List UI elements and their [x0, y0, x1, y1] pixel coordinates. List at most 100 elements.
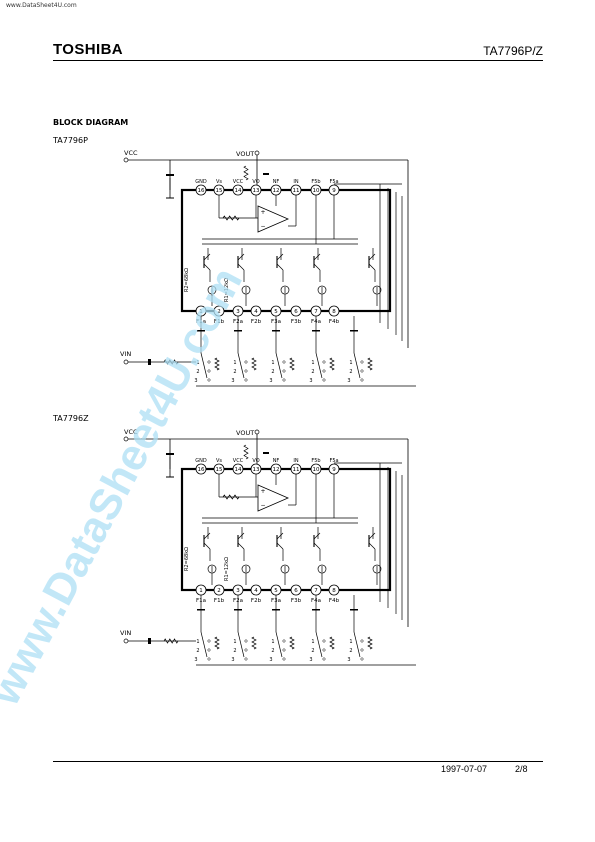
- switch-3-pos-2: 2: [271, 648, 274, 654]
- bottom-pin-4-number: 4: [254, 309, 258, 315]
- switch-4-contact-3: [322, 657, 326, 661]
- bottom-pin-1-number: 1: [199, 588, 203, 594]
- resistor: [251, 636, 257, 650]
- switch-4-pos-2: 2: [311, 648, 314, 654]
- external-capacitor-4: [312, 609, 320, 611]
- bottom-pin-5-number: 5: [274, 588, 278, 594]
- vout-label: VOUT: [236, 150, 254, 158]
- bottom-pin-name-4: F2b: [251, 598, 262, 604]
- switch-4-pos-3: 3: [309, 657, 312, 663]
- switch-2-contact-2: [244, 648, 248, 652]
- top-pin-14: [232, 184, 244, 196]
- switch-2-contact-3: [244, 378, 248, 382]
- decoupling-capacitor: [166, 174, 174, 176]
- switch-5-contact-1: [360, 639, 364, 643]
- footer-page-number: 2/8: [515, 764, 528, 774]
- resistor: [163, 638, 179, 644]
- bottom-pin-name-8: F4b: [329, 598, 340, 604]
- bottom-pin-5-number: 5: [274, 309, 278, 315]
- switch-4: [315, 352, 323, 379]
- channel-4-c: [313, 532, 321, 540]
- top-pin-16: [195, 463, 207, 475]
- bottom-pin-6: [290, 305, 302, 317]
- switch-5-contact-2: [360, 369, 364, 373]
- bottom-pin-7-number: 7: [314, 588, 318, 594]
- switch-5-contact-1: [360, 360, 364, 364]
- vout-label: VOUT: [236, 429, 254, 437]
- top-pin-13-number: 13: [253, 467, 260, 473]
- switch-4-contact-1: [322, 639, 326, 643]
- resistor: [163, 359, 179, 365]
- channel-2-e: [237, 263, 245, 271]
- switch-5-contact-3: [360, 657, 364, 661]
- switch-1-contact-1: [207, 360, 211, 364]
- bottom-pin-8-number: 8: [332, 309, 336, 315]
- bottom-pin-name-2: F1b: [214, 319, 225, 325]
- switch-2-pos-2: 2: [233, 648, 236, 654]
- bottom-pin-2-number: 2: [217, 588, 221, 594]
- switch-2: [237, 352, 245, 379]
- vin-terminal: [123, 359, 129, 365]
- bottom-pin-name-6: F3b: [291, 319, 302, 325]
- external-capacitor-3: [272, 609, 280, 611]
- top-pin-name-12: NF: [273, 179, 280, 185]
- channel-1-c: [203, 253, 211, 261]
- watermark-url[interactable]: www.DataSheet4U.com: [6, 2, 77, 9]
- switch-5-pos-1: 1: [349, 360, 352, 366]
- switch-1-pos-2: 2: [196, 648, 199, 654]
- top-pin-9-number: 9: [332, 188, 336, 194]
- top-pin-16-number: 16: [198, 188, 205, 194]
- external-capacitor-2: [234, 609, 242, 611]
- opamp-plus: +: [260, 488, 265, 495]
- switch-1-contact-1: [207, 639, 211, 643]
- switch-1-pos-2: 2: [196, 369, 199, 375]
- top-pin-name-12: NF: [273, 458, 280, 464]
- switch-3-contact-3: [282, 378, 286, 382]
- switch-5: [353, 352, 361, 379]
- vin-label: VIN: [120, 350, 131, 358]
- top-pin-name-15: Vs: [216, 179, 222, 185]
- resistor-r1-label: R1=12kΩ: [224, 278, 230, 302]
- bottom-pin-8-number: 8: [332, 588, 336, 594]
- opamp-triangle: [257, 484, 290, 512]
- switch-5: [353, 631, 361, 658]
- resistor-r2-label: R2=68kΩ: [184, 268, 190, 292]
- bottom-pin-3-number: 3: [236, 588, 240, 594]
- bottom-pin-6: [290, 584, 302, 596]
- channel-5-e: [368, 263, 376, 271]
- switch-1: [200, 631, 208, 658]
- switch-3-pos-1: 1: [271, 360, 274, 366]
- switch-2-contact-3: [244, 657, 248, 661]
- top-pin-12-number: 12: [273, 188, 280, 194]
- external-capacitor-4: [312, 330, 320, 332]
- bottom-pin-2-number: 2: [217, 309, 221, 315]
- resistor: [329, 357, 335, 371]
- diagram-label-p: TA7796P: [53, 136, 88, 145]
- footer-date: 1997-07-07: [441, 764, 488, 774]
- switch-2-pos-1: 1: [233, 360, 236, 366]
- top-pin-name-10: F5b: [311, 179, 320, 185]
- switch-2-pos-3: 3: [231, 657, 234, 663]
- switch-2-contact-1: [244, 639, 248, 643]
- vin-terminal: [123, 638, 129, 644]
- channel-3-c: [276, 532, 284, 540]
- switch-3: [275, 631, 283, 658]
- top-pin-name-13: VO: [252, 179, 259, 185]
- switch-4-contact-1: [322, 360, 326, 364]
- opamp-plus: +: [260, 209, 265, 216]
- top-pin-16-number: 16: [198, 467, 205, 473]
- switch-5-pos-3: 3: [347, 378, 350, 384]
- switch-4-pos-2: 2: [311, 369, 314, 375]
- vcc-label: VCC: [124, 149, 138, 157]
- top-pin-12-number: 12: [273, 467, 280, 473]
- resistor: [222, 494, 240, 500]
- channel-4-c: [313, 253, 321, 261]
- resistor: [367, 357, 373, 371]
- resistor: [222, 215, 240, 221]
- channel-5-e: [368, 542, 376, 550]
- bottom-pin-7-number: 7: [314, 309, 318, 315]
- decoupling-capacitor: [166, 453, 174, 455]
- section-title: BLOCK DIAGRAM: [53, 118, 129, 127]
- switch-3-pos-3: 3: [269, 657, 272, 663]
- channel-2-c: [237, 532, 245, 540]
